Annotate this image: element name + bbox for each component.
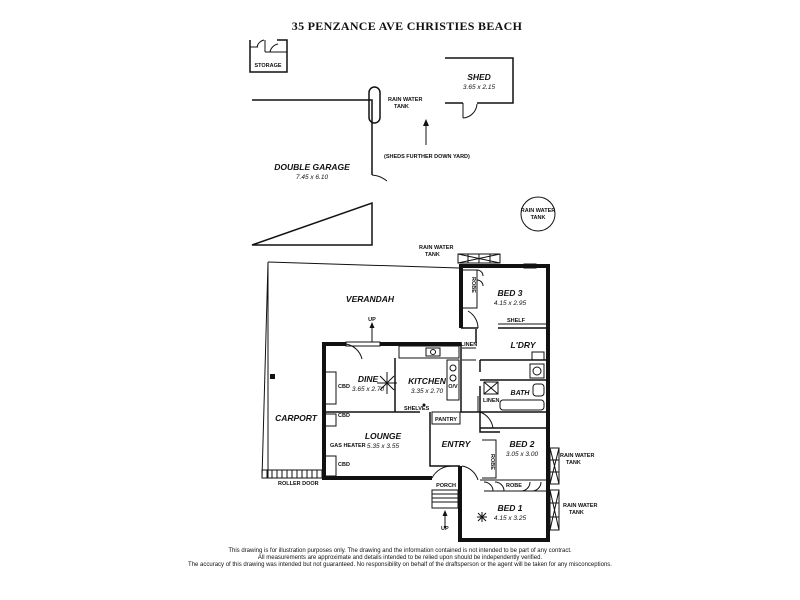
roller-door-label: ROLLER DOOR [278,481,319,487]
bed1-label: BED 1 [497,503,522,513]
bed2-label: BED 2 [509,439,534,449]
up-arrow-verandah: UP [368,317,376,342]
tank-side-3: RAIN WATER [563,503,597,509]
rain-water-tank-right: RAIN WATER TANK [520,196,556,232]
dine: DINE 3.65 x 2.70 CBD [326,343,397,405]
tank-label-1: RAIN WATER [388,97,422,103]
cbd-label-3: CBD [338,462,350,468]
tank-label-2: TANK [394,104,409,110]
garage-size: 7.45 x 6.10 [296,174,329,181]
bed3: ROBE BED 3 4.15 x 2.95 [462,269,527,329]
ov-label: O/V [448,384,458,390]
up-label-2: UP [441,526,449,532]
bed1-size: 4.15 x 3.25 [494,515,527,522]
bed2-robe-label: ROBE [489,454,495,470]
bed2: BED 2 3.05 x 3.00 ROBE [482,439,539,479]
shed-size: 3.65 x 2.15 [463,84,496,91]
lounge-label: LOUNGE [365,431,402,441]
entry-label: ENTRY [442,439,472,449]
bed3-size: 4.15 x 2.95 [494,300,527,307]
storage-label: STORAGE [254,63,281,69]
bath: BATH LINEN [477,381,545,412]
cbd-label-2: CBD [338,413,350,419]
laundry-label: L'DRY [510,340,536,350]
tank-side-1: RAIN WATER [560,453,594,459]
gas-heater-label: GAS HEATER [330,443,366,449]
tank-side-2: TANK [566,460,581,466]
disclaimer-line-2: All measurements are approximate and det… [257,555,543,561]
disclaimer-line-3: The accuracy of this drawing was intende… [188,562,612,568]
entry: ENTRY [431,411,494,479]
disclaimer: This drawing is for illustration purpose… [0,548,800,569]
rain-water-tank-bed3: RAIN WATER TANK [419,245,501,264]
disclaimer-line-1: This drawing is for illustration purpose… [228,548,572,554]
dine-size: 3.65 x 2.70 [352,386,385,393]
kitchen: O/V KITCHEN 3.35 x 2.70 SHELVES PANTRY [398,345,461,425]
lounge: CBD GAS HEATER CBD LOUNGE 5.35 x 3.55 [326,413,402,477]
lounge-size: 5.35 x 3.55 [367,443,400,450]
tank-side-4: TANK [569,510,584,516]
rain-water-tank-top: RAIN WATER TANK [368,86,422,124]
bath-label: BATH [511,390,531,397]
double-garage: DOUBLE GARAGE 7.45 x 6.10 [251,99,388,246]
garage-label: DOUBLE GARAGE [274,162,350,172]
bed3-robe-label: ROBE [470,277,476,293]
laundry: SHELF L'DRY LINEN [461,318,548,379]
storage-room: STORAGE [249,39,288,73]
cbd-label-1: CBD [338,384,350,390]
carport-label: CARPORT [275,413,318,423]
linen-label-2: LINEN [483,398,500,404]
pantry-label: PANTRY [435,417,457,423]
bed1: ROBE BED 1 4.15 x 3.25 [461,465,546,522]
tank-right-2: TANK [531,215,546,221]
dine-label: DINE [358,374,379,384]
shelves-label: SHELVES [404,406,430,412]
porch-label: PORCH [436,483,456,489]
shelf-label: SHELF [507,318,526,324]
sheds-note: (SHEDS FURTHER DOWN YARD) [384,154,470,160]
bed2-size: 3.05 x 3.00 [506,451,539,458]
shed: SHED 3.65 x 2.15 [445,57,514,119]
kitchen-label: KITCHEN [408,376,447,386]
house-walls [322,263,550,542]
kitchen-size: 3.35 x 2.70 [411,388,444,395]
tank-bed3-2: TANK [425,252,440,258]
tank-bed3-1: RAIN WATER [419,245,453,251]
sheds-arrow: (SHEDS FURTHER DOWN YARD) [384,119,470,160]
shed-label: SHED [467,72,491,82]
bed3-label: BED 3 [497,288,522,298]
plan-title: 35 PENZANCE AVE CHRISTIES BEACH [292,19,523,33]
rain-water-tank-side: RAIN WATER TANK RAIN WATER TANK [549,447,597,531]
verandah-label: VERANDAH [346,294,395,304]
bed1-robe-label: ROBE [506,483,522,489]
up-label-1: UP [368,317,376,323]
tank-right-1: RAIN WATER [521,208,555,214]
linen-label-1: LINEN [461,342,478,348]
porch: PORCH UP [431,483,459,532]
